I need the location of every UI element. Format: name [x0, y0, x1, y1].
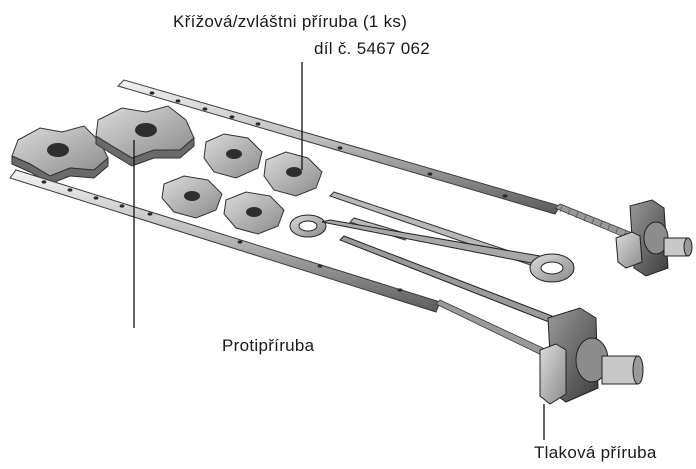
pressure-flange-label: Tlaková příruba	[534, 443, 657, 463]
cross-flange-right	[96, 106, 194, 166]
small-cross-block-1	[204, 134, 262, 178]
back-pressure-flange	[616, 200, 692, 276]
small-cross-block-4	[224, 192, 284, 234]
cross-flange-label: Křížová/zvláštni příruba (1 ks)	[173, 12, 407, 32]
counter-flange-label: Protipříruba	[222, 336, 314, 356]
front-pressure-flange	[540, 308, 643, 404]
cross-flange-part-number: díl č. 5467 062	[314, 39, 430, 59]
small-cross-block-3	[162, 176, 222, 218]
front-threaded-rod	[10, 170, 560, 362]
small-cross-block-2	[264, 152, 322, 196]
